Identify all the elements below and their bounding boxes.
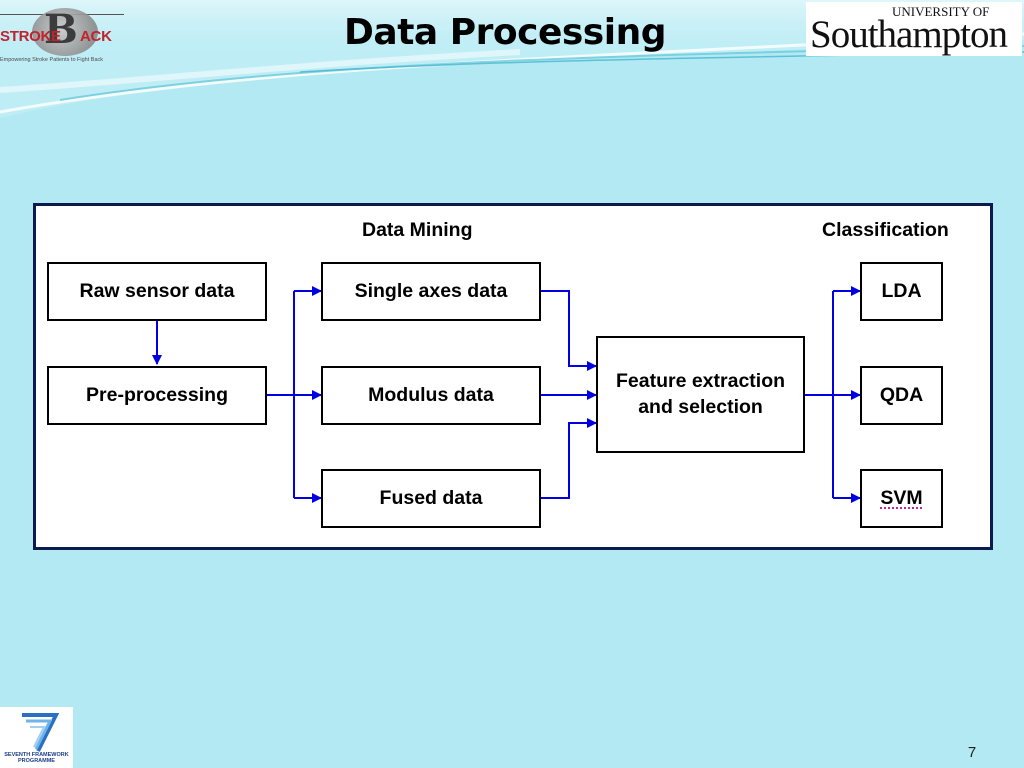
node-single-axes-data: Single axes data — [321, 262, 541, 321]
node-lda: LDA — [860, 262, 943, 321]
header-data-mining: Data Mining — [362, 219, 473, 241]
header-classification: Classification — [822, 219, 949, 241]
node-pre-processing-label: Pre-processing — [86, 383, 228, 406]
node-lda-label: LDA — [881, 279, 922, 302]
fp7-seven-icon — [22, 713, 60, 752]
node-raw-sensor-data-label: Raw sensor data — [79, 279, 235, 302]
node-pre-processing: Pre-processing — [47, 366, 267, 425]
node-modulus-label: Modulus data — [368, 383, 494, 406]
arrow-single-to-feature — [541, 290, 597, 371]
logo-letter-b: B — [44, 6, 78, 53]
node-qda-label: QDA — [879, 383, 924, 406]
logo-word-right: ACK — [80, 28, 112, 45]
node-fused-data: Fused data — [321, 469, 541, 528]
university-of-text: UNIVERSITY OF — [892, 4, 990, 19]
node-modulus-data: Modulus data — [321, 366, 541, 425]
southampton-text: Southampton — [810, 13, 1008, 56]
slide-title: Data Processing — [344, 12, 666, 53]
page-number: 7 — [967, 744, 977, 761]
strokeback-logo: B STROKE ACK Empowering Stroke Patients … — [0, 4, 126, 70]
logo-word-left: STROKE — [0, 28, 61, 45]
node-svm-label: SVM — [880, 486, 923, 509]
southampton-logo: UNIVERSITY OF Southampton — [806, 2, 1022, 56]
arrow-fused-to-feature — [541, 418, 597, 499]
node-raw-sensor-data: Raw sensor data — [47, 262, 267, 321]
logo-tagline: Empowering Stroke Patients to Fight Back — [0, 57, 104, 63]
node-feature-extraction: Feature extraction and selection — [596, 336, 805, 453]
node-qda: QDA — [860, 366, 943, 425]
node-fused-label: Fused data — [379, 486, 483, 509]
node-single-axes-label: Single axes data — [354, 279, 508, 302]
node-svm: SVM — [860, 469, 943, 528]
brain-graphic — [32, 8, 98, 56]
node-feature-label: Feature extraction and selection — [615, 370, 786, 418]
